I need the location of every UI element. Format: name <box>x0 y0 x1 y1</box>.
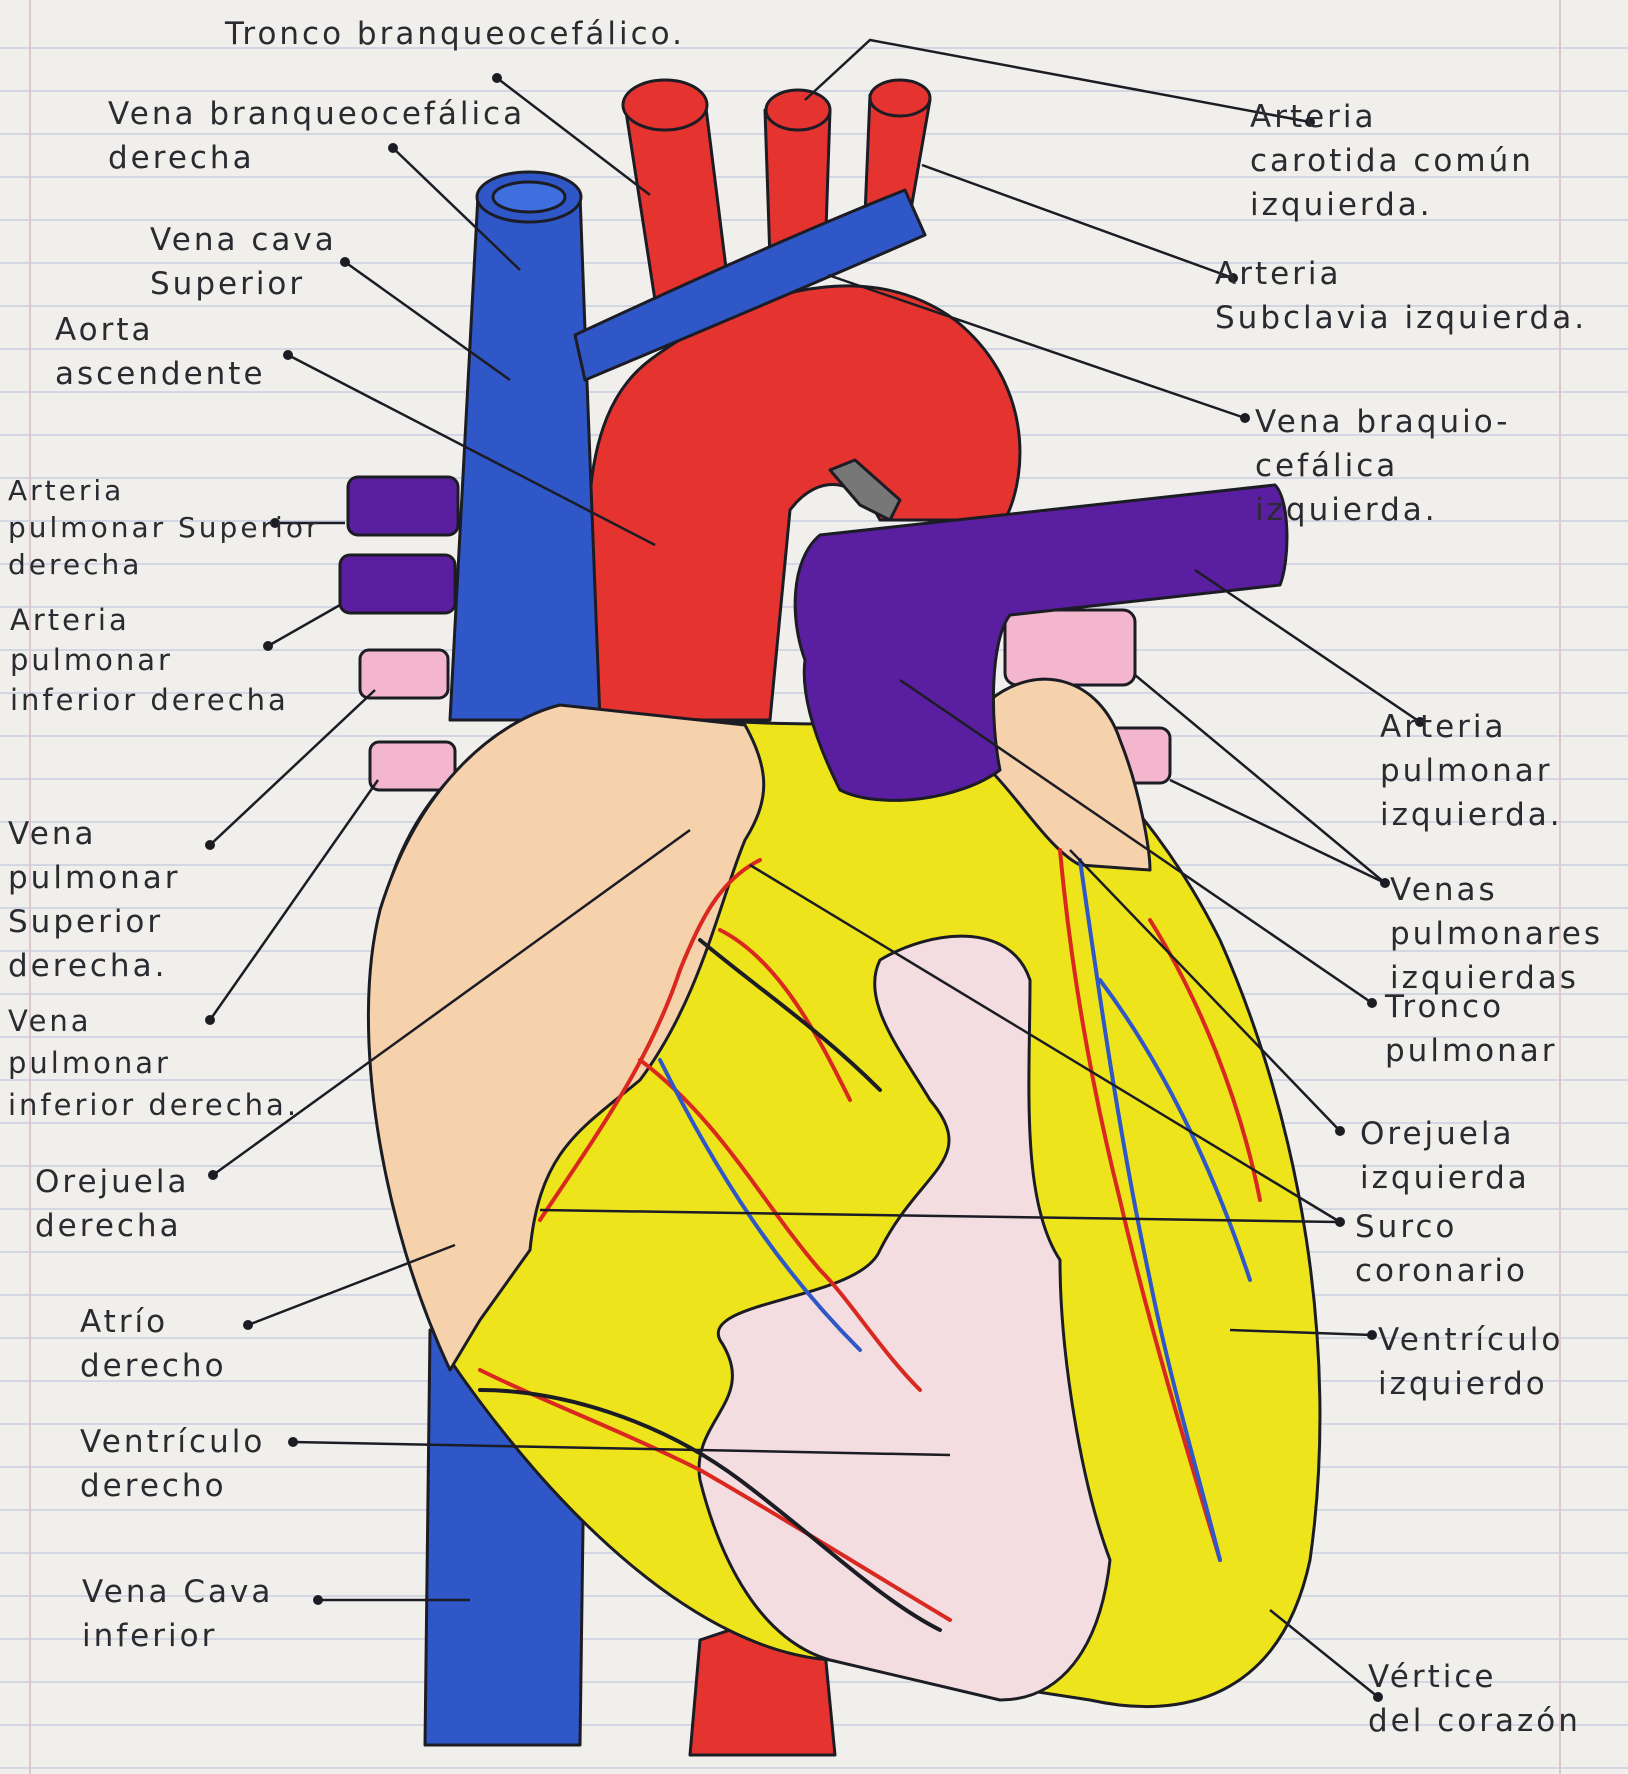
label-vertice-line: del corazón <box>1368 1699 1581 1743</box>
label-vena-pulmonar-superior-derecha-line: Vena <box>8 812 181 856</box>
label-arteria-pulmonar-superior-derecha-line: Arteria <box>8 472 320 509</box>
label-orejuela-derecha-line: derecha <box>35 1204 189 1248</box>
label-vena-braquiocefalica-izquierda-line: Vena braquio- <box>1255 400 1510 444</box>
label-vena-pulmonar-inferior-derecha-line: pulmonar <box>8 1042 299 1084</box>
label-atrio-derecho-line: Atrío <box>80 1300 227 1344</box>
label-arteria-pulmonar-inferior-derecha-line: pulmonar <box>10 640 289 680</box>
label-vena-cava-superior-line: Superior <box>150 262 337 306</box>
label-orejuela-derecha-line: Orejuela <box>35 1160 189 1204</box>
label-vena-pulmonar-superior-derecha-line: derecha. <box>8 944 181 988</box>
label-vena-pulmonar-inferior-derecha-line: inferior derecha. <box>8 1084 299 1126</box>
label-ventriculo-izquierdo-line: izquierdo <box>1378 1362 1563 1406</box>
label-vena-cava-inferior-line: Vena Cava <box>82 1570 273 1614</box>
label-arteria-carotida-line: Arteria <box>1250 95 1534 139</box>
label-arteria-pulmonar-inferior-derecha-line: inferior derecha <box>10 680 289 720</box>
label-vena-pulmonar-superior-derecha-line: pulmonar <box>8 856 181 900</box>
label-vena-braquiocefalica-izquierda-line: izquierda. <box>1255 488 1510 532</box>
label-tronco-braquiocefalico: Tronco branqueocefálico. <box>225 12 685 56</box>
label-surco-coronario-line: coronario <box>1355 1249 1528 1293</box>
label-vena-braquiocefalica-derecha-line: derecha <box>108 136 525 180</box>
label-ventriculo-derecho-line: derecho <box>80 1464 265 1508</box>
label-arteria-pulmonar-superior-derecha-line: pulmonar Superior <box>8 509 320 546</box>
label-arteria-carotida-line: izquierda. <box>1250 183 1534 227</box>
label-tronco-braquiocefalico-line: Tronco branqueocefálico. <box>225 12 685 56</box>
label-arteria-pulmonar-izquierda-line: Arteria <box>1380 705 1563 749</box>
label-vena-braquiocefalica-izquierda-line: cefálica <box>1255 444 1510 488</box>
label-arteria-pulmonar-izquierda-line: pulmonar <box>1380 749 1563 793</box>
label-vena-braquiocefalica-derecha-line: Vena branqueocefálica <box>108 92 525 136</box>
label-vertice-line: Vértice <box>1368 1655 1581 1699</box>
label-tronco-pulmonar-line: Tronco <box>1385 985 1558 1029</box>
label-aorta-ascendente-line: ascendente <box>55 352 266 396</box>
label-arteria-pulmonar-superior-derecha-line: derecha <box>8 546 320 583</box>
label-vena-pulmonar-superior-derecha-line: Superior <box>8 900 181 944</box>
label-arteria-subclavia-line: Arteria <box>1215 252 1587 296</box>
label-tronco-pulmonar-line: pulmonar <box>1385 1029 1558 1073</box>
label-atrio-derecho-line: derecho <box>80 1344 227 1388</box>
label-arteria-pulmonar-inferior-derecha-line: Arteria <box>10 600 289 640</box>
label-vena-cava-superior-line: Vena cava <box>150 218 337 262</box>
label-venas-pulmonares-izquierdas-line: pulmonares <box>1390 912 1603 956</box>
label-arteria-carotida-line: carotida común <box>1250 139 1534 183</box>
label-orejuela-izquierda-line: izquierda <box>1360 1156 1530 1200</box>
label-orejuela-izquierda-line: Orejuela <box>1360 1112 1530 1156</box>
label-arteria-pulmonar-izquierda-line: izquierda. <box>1380 793 1563 837</box>
label-vena-pulmonar-inferior-derecha-line: Vena <box>8 1000 299 1042</box>
label-vena-cava-inferior-line: inferior <box>82 1614 273 1658</box>
label-arteria-subclavia-line: Subclavia izquierda. <box>1215 296 1587 340</box>
label-venas-pulmonares-izquierdas-line: Venas <box>1390 868 1603 912</box>
label-aorta-ascendente-line: Aorta <box>55 308 266 352</box>
label-ventriculo-izquierdo-line: Ventrículo <box>1378 1318 1563 1362</box>
label-surco-coronario-line: Surco <box>1355 1205 1528 1249</box>
label-ventriculo-derecho-line: Ventrículo <box>80 1420 265 1464</box>
